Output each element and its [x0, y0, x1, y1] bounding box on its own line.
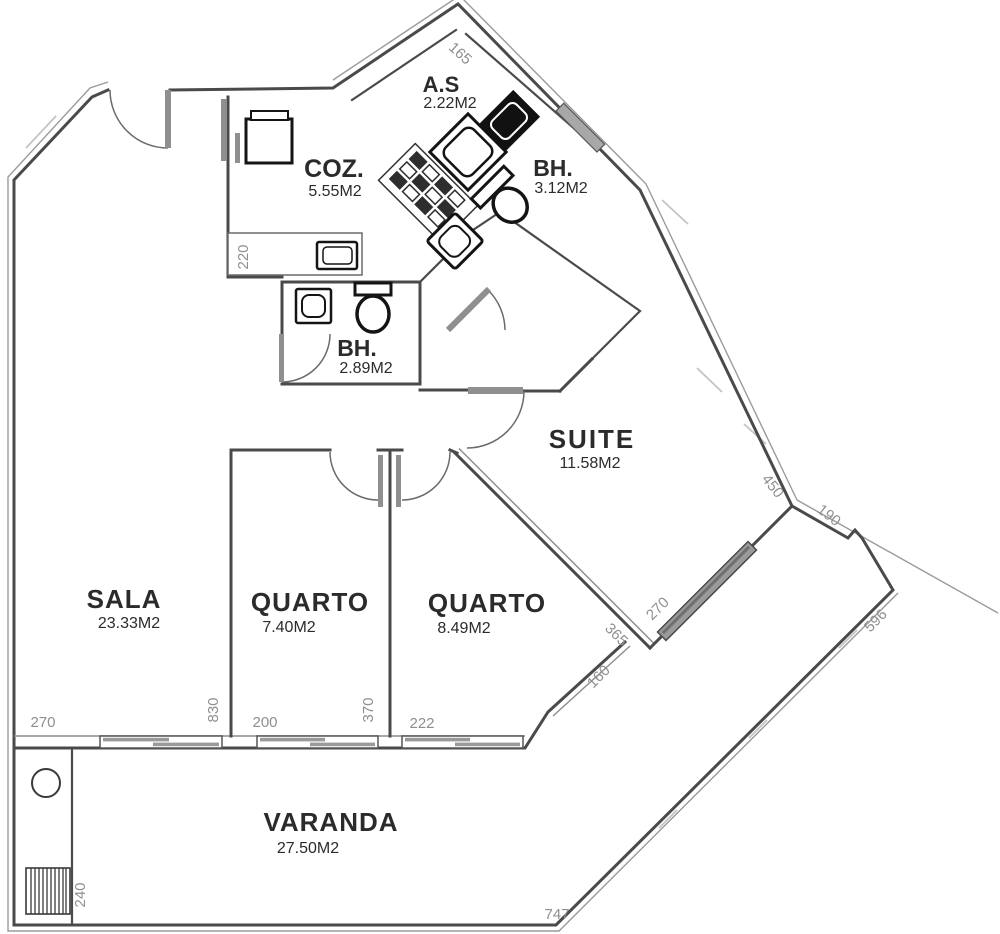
dim-222: 222: [409, 715, 434, 732]
room-area-bh-social: 2.89M2: [339, 360, 392, 377]
room-label-coz: COZ.: [304, 155, 364, 183]
room-label-bh-suite: BH.: [533, 155, 573, 181]
quarto2-window: [401, 735, 524, 749]
room-area-quarto1: 7.40M2: [262, 619, 315, 636]
dim-220: 220: [235, 244, 252, 269]
room-area-as: 2.22M2: [423, 95, 476, 112]
dim-190: 190: [814, 501, 844, 530]
dim-450: 450: [758, 471, 787, 501]
sink-social-icon: [294, 287, 333, 325]
dim-240: 240: [72, 882, 89, 907]
bathroom-social-door: [279, 333, 331, 383]
varanda-walls: [12, 639, 631, 927]
fridge-icon: [244, 110, 294, 165]
interior-walls: [226, 28, 795, 738]
outer-face-lines: [7, 0, 999, 932]
suite-hall-door: [445, 286, 506, 333]
dim-747: 747: [544, 906, 569, 923]
kitchen-counter: [227, 232, 363, 276]
room-label-quarto2: QUARTO: [428, 588, 546, 618]
toilet-social-icon: [353, 281, 393, 334]
dim-200: 200: [252, 714, 277, 731]
dim-370: 370: [360, 697, 377, 722]
varanda-grill-icon: [25, 867, 71, 915]
quarto2-door: [396, 451, 451, 507]
kitchen-sink-icon: [315, 240, 359, 271]
dim-270-sala: 270: [30, 714, 55, 731]
toilet-suite-icon: [469, 164, 529, 224]
outer-wall: [12, 2, 895, 927]
room-area-bh-suite: 3.12M2: [534, 180, 587, 197]
room-area-varanda: 27.50M2: [277, 840, 339, 857]
quarto1-door: [329, 451, 383, 507]
room-label-bh-social: BH.: [337, 335, 377, 361]
dim-270-suite: 270: [643, 594, 673, 624]
room-area-coz: 5.55M2: [308, 183, 361, 200]
room-label-quarto1: QUARTO: [251, 587, 369, 617]
room-area-sala: 23.33M2: [98, 615, 160, 632]
room-label-as: A.S: [423, 72, 460, 97]
dim-160: 160: [584, 662, 614, 692]
kitchen-wall-bars: [221, 99, 240, 163]
dim-830: 830: [205, 697, 222, 722]
entrance-door: [109, 89, 171, 149]
room-label-suite: SUITE: [549, 424, 636, 454]
quarto1-window: [256, 735, 379, 749]
room-label-sala: SALA: [87, 584, 162, 614]
varanda-drain-icon: [31, 768, 61, 798]
sink-suite-icon: [426, 212, 484, 270]
suite-door: [466, 387, 525, 449]
dim-596: 596: [861, 606, 891, 636]
room-label-varanda: VARANDA: [263, 807, 398, 837]
bathroom-suite-window: [555, 102, 606, 153]
sala-window: [99, 735, 223, 749]
room-area-suite: 11.58M2: [559, 455, 620, 472]
dim-165: 165: [445, 39, 475, 68]
room-area-quarto2: 8.49M2: [437, 620, 490, 637]
exterior-tick-marks: [25, 115, 858, 829]
suite-window: [656, 540, 758, 642]
laundry-tank-icon: [477, 89, 541, 153]
